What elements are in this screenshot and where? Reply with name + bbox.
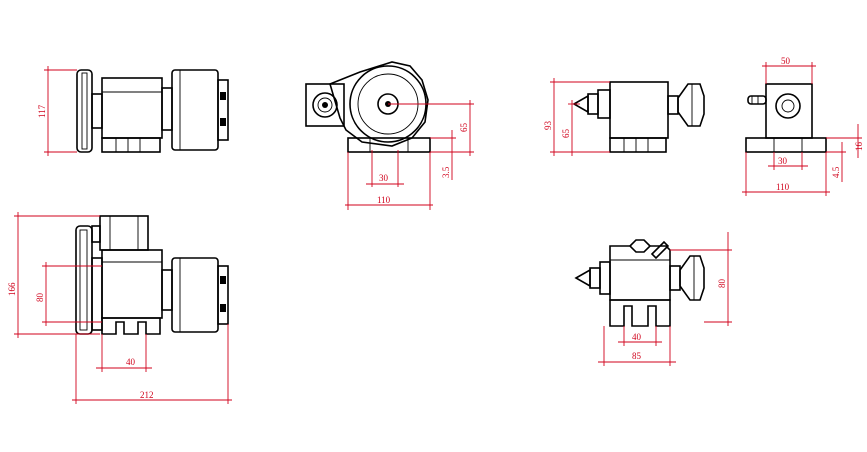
view-tailstock-end: 50 30 110 4.5 16 bbox=[742, 56, 864, 196]
chuck-face bbox=[217, 79, 229, 141]
dim-v4-top: 50 bbox=[781, 56, 791, 66]
assembly-coupling bbox=[161, 269, 173, 311]
dim-v4-small: 4.5 bbox=[831, 166, 841, 178]
view-front-center: 110 30 65 3.5 bbox=[305, 61, 474, 210]
motor-body bbox=[101, 77, 163, 139]
dim-v3-outer: 93 bbox=[543, 121, 553, 131]
assembly-body bbox=[101, 249, 163, 319]
view-tailstock-bottom-right: 40 85 80 bbox=[574, 232, 732, 366]
dim-v4-mid: 30 bbox=[778, 156, 788, 166]
tailstock-handwheel bbox=[677, 83, 705, 127]
hub bbox=[91, 93, 103, 129]
end-bore bbox=[775, 93, 801, 119]
view-tailstock-side: 93 65 bbox=[543, 78, 705, 156]
b-quill-housing bbox=[599, 261, 611, 295]
dim-v4-width: 110 bbox=[776, 182, 790, 192]
upper-motor-shaft bbox=[91, 225, 101, 243]
b-handwheel bbox=[679, 255, 705, 301]
b-center-point bbox=[574, 268, 591, 288]
assembly-chuck-face bbox=[217, 265, 229, 325]
dim-v5-slot: 40 bbox=[126, 357, 136, 367]
coupling bbox=[161, 87, 173, 131]
dim-v3-inner: 65 bbox=[561, 129, 571, 139]
clamp-lever bbox=[747, 95, 767, 105]
dim-v5-height: 166 bbox=[7, 282, 17, 296]
belt-housing bbox=[329, 61, 429, 147]
view-assembly-bottom-left: 166 80 40 212 bbox=[7, 212, 232, 404]
assembly-hub bbox=[91, 257, 103, 331]
b-screw-hub bbox=[669, 265, 681, 291]
upper-motor bbox=[99, 215, 149, 251]
dim-v6-slot: 40 bbox=[632, 332, 642, 342]
chuck bbox=[171, 69, 219, 151]
b-clamp-top bbox=[629, 239, 651, 247]
dim-v2-height: 65 bbox=[459, 123, 469, 133]
quill bbox=[587, 93, 599, 115]
dim-v5-inner: 80 bbox=[35, 293, 45, 303]
view-side-top-left: 117 bbox=[37, 66, 229, 156]
dim-v4-side: 16 bbox=[854, 142, 864, 152]
dim-v6-height: 80 bbox=[717, 279, 727, 289]
dim-v2-offset: 30 bbox=[379, 173, 389, 183]
motor-square bbox=[305, 83, 345, 127]
tailstock-body bbox=[609, 81, 669, 139]
screw-hub bbox=[667, 95, 679, 115]
handwheel bbox=[76, 69, 93, 153]
dim-v1-height: 117 bbox=[37, 104, 47, 118]
dim-v2-base: 3.5 bbox=[441, 166, 451, 178]
end-base bbox=[745, 137, 827, 153]
tailstock-base bbox=[609, 137, 667, 153]
end-body bbox=[765, 83, 813, 139]
b-clamp-lever bbox=[650, 240, 670, 260]
handwheel-rim bbox=[81, 72, 88, 150]
assembly-base bbox=[101, 317, 161, 335]
quill-housing bbox=[597, 89, 611, 119]
dim-v2-width: 110 bbox=[377, 195, 391, 205]
assembly-handwheel bbox=[75, 225, 93, 335]
dim-v5-length: 212 bbox=[140, 390, 154, 400]
b-tailstock-base bbox=[609, 299, 671, 327]
b-quill bbox=[589, 267, 601, 289]
motor-base bbox=[101, 137, 161, 153]
dim-v6-length: 85 bbox=[632, 351, 642, 361]
front-base bbox=[347, 137, 431, 153]
assembly-chuck bbox=[171, 257, 219, 333]
